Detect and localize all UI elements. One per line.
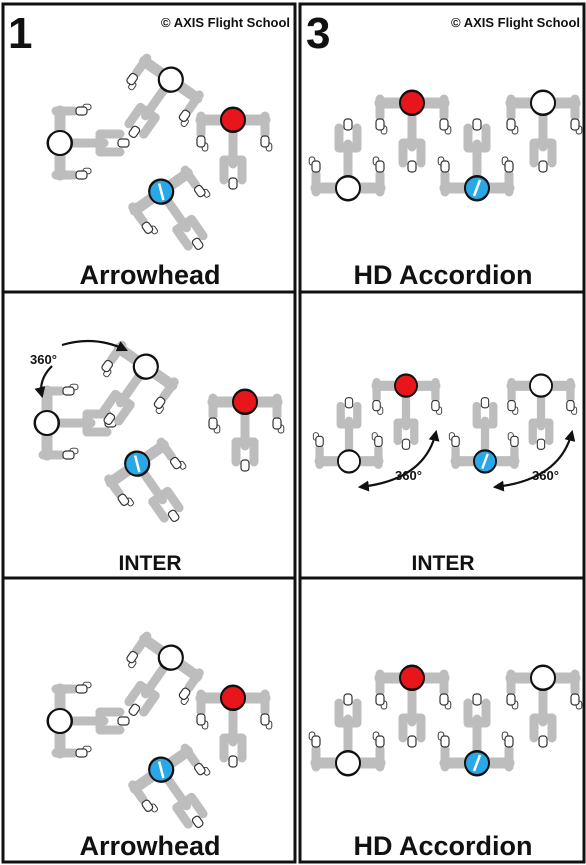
column-number-1: 1 [8, 9, 32, 58]
column-number-3: 3 [306, 9, 330, 58]
copyright-left: © AXIS Flight School [161, 15, 290, 30]
accordion-bottom-jumper-white-right [505, 664, 583, 748]
cell-label-accordion-top: HD Accordion [353, 260, 532, 290]
rotation-arrow-upper [61, 339, 128, 352]
inter-right-jumper-white-left [312, 397, 384, 474]
rotation-arrow-lower [34, 365, 53, 399]
arrowhead-top-jumper-white-left [46, 103, 130, 181]
arrowhead-bottom-jumper-blue [128, 743, 212, 829]
inter-left-jumper-blue [104, 437, 188, 523]
accordion-top-jumper-red [374, 89, 452, 173]
inter-left-jumper-red [207, 388, 285, 472]
copyright-right: © AXIS Flight School [451, 15, 580, 30]
accordion-bottom-jumper-blue [437, 693, 515, 777]
arrowhead-bottom-jumper-red [195, 684, 273, 768]
accordion-bottom-jumper-red [374, 664, 452, 748]
cell-label-arrowhead-top: Arrowhead [79, 260, 220, 290]
inter-right-jumper-red [371, 373, 443, 450]
cell-label-arrowhead-bottom: Arrowhead [79, 831, 220, 861]
arrowhead-bottom-jumper-white-left [46, 681, 130, 759]
rotation-label-right: 360° [532, 468, 559, 483]
accordion-top-jumper-white-left [308, 118, 386, 202]
rotation-arrow-mid [357, 429, 440, 492]
arrowhead-bottom-jumper-white-top [124, 631, 204, 717]
accordion-top-jumper-blue [437, 118, 515, 202]
accordion-top-jumper-white-right [505, 89, 583, 173]
arrowhead-top-jumper-white-top [124, 53, 204, 139]
arrowhead-top-jumper-red [195, 106, 273, 190]
cell-label-accordion-bottom: HD Accordion [353, 831, 532, 861]
rotation-arrow-right [492, 429, 576, 492]
rotation-arrows: 360° 360° 360° [30, 339, 576, 492]
rotation-label-left: 360° [30, 352, 57, 367]
accordion-bottom-jumper-white-left [308, 693, 386, 777]
jumpers-layer [33, 53, 583, 829]
cell-label-inter-left: INTER [119, 552, 182, 575]
inter-left-jumper-white-left [33, 383, 117, 461]
cell-label-inter-right: INTER [412, 552, 475, 575]
rotation-label-mid: 360° [395, 468, 422, 483]
arrowhead-top-jumper-blue [128, 165, 212, 251]
